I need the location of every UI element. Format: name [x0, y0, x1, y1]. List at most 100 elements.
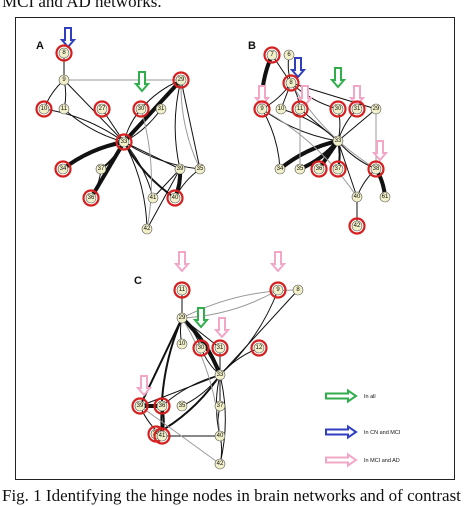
network-node: 8 — [55, 44, 73, 62]
network-node: 34 — [54, 160, 72, 178]
network-edge — [101, 108, 125, 143]
network-node: 40 — [351, 191, 363, 203]
caption-bottom: Fig. 1 Identifying the hinge nodes in br… — [2, 486, 461, 505]
network-edge — [261, 82, 292, 110]
node-disc — [176, 338, 188, 350]
network-node: 30 — [329, 100, 347, 118]
hinge-ring — [348, 100, 366, 118]
indicator-arrow-icon — [329, 67, 347, 89]
node-disc — [275, 103, 287, 115]
network-edge — [160, 317, 183, 437]
network-node: 36 — [153, 397, 171, 415]
node-disc — [294, 163, 306, 175]
node-disc — [118, 136, 130, 148]
network-node: 7 — [263, 46, 281, 64]
network-node: 10 — [176, 338, 188, 350]
node-disc — [370, 163, 382, 175]
indicator-arrow-icon — [59, 27, 77, 49]
hinge-ring — [172, 71, 190, 89]
node-disc — [332, 103, 344, 115]
network-node: 40 — [214, 430, 226, 442]
node-disc — [283, 49, 295, 61]
network-node: 30 — [192, 339, 210, 357]
network-edge — [63, 108, 125, 143]
hinge-ring — [54, 160, 72, 178]
node-label: 35 — [197, 166, 204, 172]
network-edge — [290, 82, 377, 110]
node-label: 8 — [289, 80, 293, 86]
arrows-layer — [59, 27, 389, 397]
node-label: 37 — [335, 166, 342, 172]
network-node: 61 — [379, 191, 391, 203]
node-disc — [174, 163, 186, 175]
network-node: 42 — [141, 223, 153, 235]
node-label: 37 — [217, 403, 224, 409]
legend-label: In MCI and AD — [364, 458, 400, 464]
hinge-ring — [153, 427, 171, 445]
node-label: 40 — [217, 433, 224, 439]
node-disc — [58, 103, 70, 115]
network-edge — [122, 78, 183, 144]
node-label: 30 — [335, 106, 342, 112]
indicator-arrow-icon — [213, 317, 231, 339]
legend-arrow-icon — [325, 424, 358, 440]
hinge-ring — [250, 339, 268, 357]
indicator-arrow-icon — [289, 57, 307, 79]
network-node: 35 — [194, 163, 206, 175]
node-label: 29 — [373, 106, 380, 112]
legend-arrow-icon — [325, 388, 358, 404]
node-label: 40 — [172, 195, 179, 201]
hinge-ring — [166, 189, 184, 207]
network-node: 33 — [115, 133, 133, 151]
hinge-ring — [282, 74, 300, 92]
node-disc — [194, 163, 206, 175]
network-node: 41 — [153, 427, 171, 445]
node-disc — [156, 430, 168, 442]
network-node: 37 — [329, 160, 347, 178]
network-edge — [61, 140, 125, 171]
node-disc — [370, 103, 382, 115]
node-disc — [351, 220, 363, 232]
node-disc — [256, 103, 268, 115]
node-disc — [195, 342, 207, 354]
network-node: 35 — [176, 400, 188, 412]
hinge-ring — [131, 397, 149, 415]
node-disc — [379, 191, 391, 203]
network-edge — [261, 108, 281, 170]
node-label: 42 — [144, 226, 151, 232]
network-node: 34 — [274, 163, 286, 175]
node-disc — [272, 284, 284, 296]
node-disc — [214, 430, 226, 442]
node-disc — [214, 458, 226, 470]
network-node: 38 — [367, 160, 385, 178]
hinge-ring — [367, 160, 385, 178]
network-node: 11 — [58, 103, 70, 115]
hinge-ring — [93, 100, 111, 118]
network-edge — [43, 108, 125, 143]
network-edge — [139, 405, 221, 465]
network-edge — [337, 108, 358, 142]
node-label: 42 — [354, 223, 361, 229]
node-label: 61 — [382, 194, 389, 200]
node-label: 34 — [60, 166, 67, 172]
indicator-arrow-icon — [135, 375, 153, 397]
node-label: 36 — [88, 195, 95, 201]
node-label: 10 — [179, 341, 186, 347]
network-node: 33 — [332, 135, 344, 147]
network-edge — [180, 79, 201, 170]
hinge-ring — [211, 339, 229, 357]
panel-label: B — [248, 40, 256, 52]
node-label: 10 — [41, 106, 48, 112]
indicator-arrow-icon — [192, 307, 210, 329]
hinge-ring — [263, 46, 281, 64]
node-disc — [176, 284, 188, 296]
node-disc — [292, 284, 304, 296]
network-node: 39 — [174, 163, 186, 175]
node-disc — [332, 135, 344, 147]
node-label: 7 — [270, 52, 274, 58]
node-disc — [274, 163, 286, 175]
hinge-ring — [310, 160, 328, 178]
legend-arrow-icon — [325, 452, 358, 468]
